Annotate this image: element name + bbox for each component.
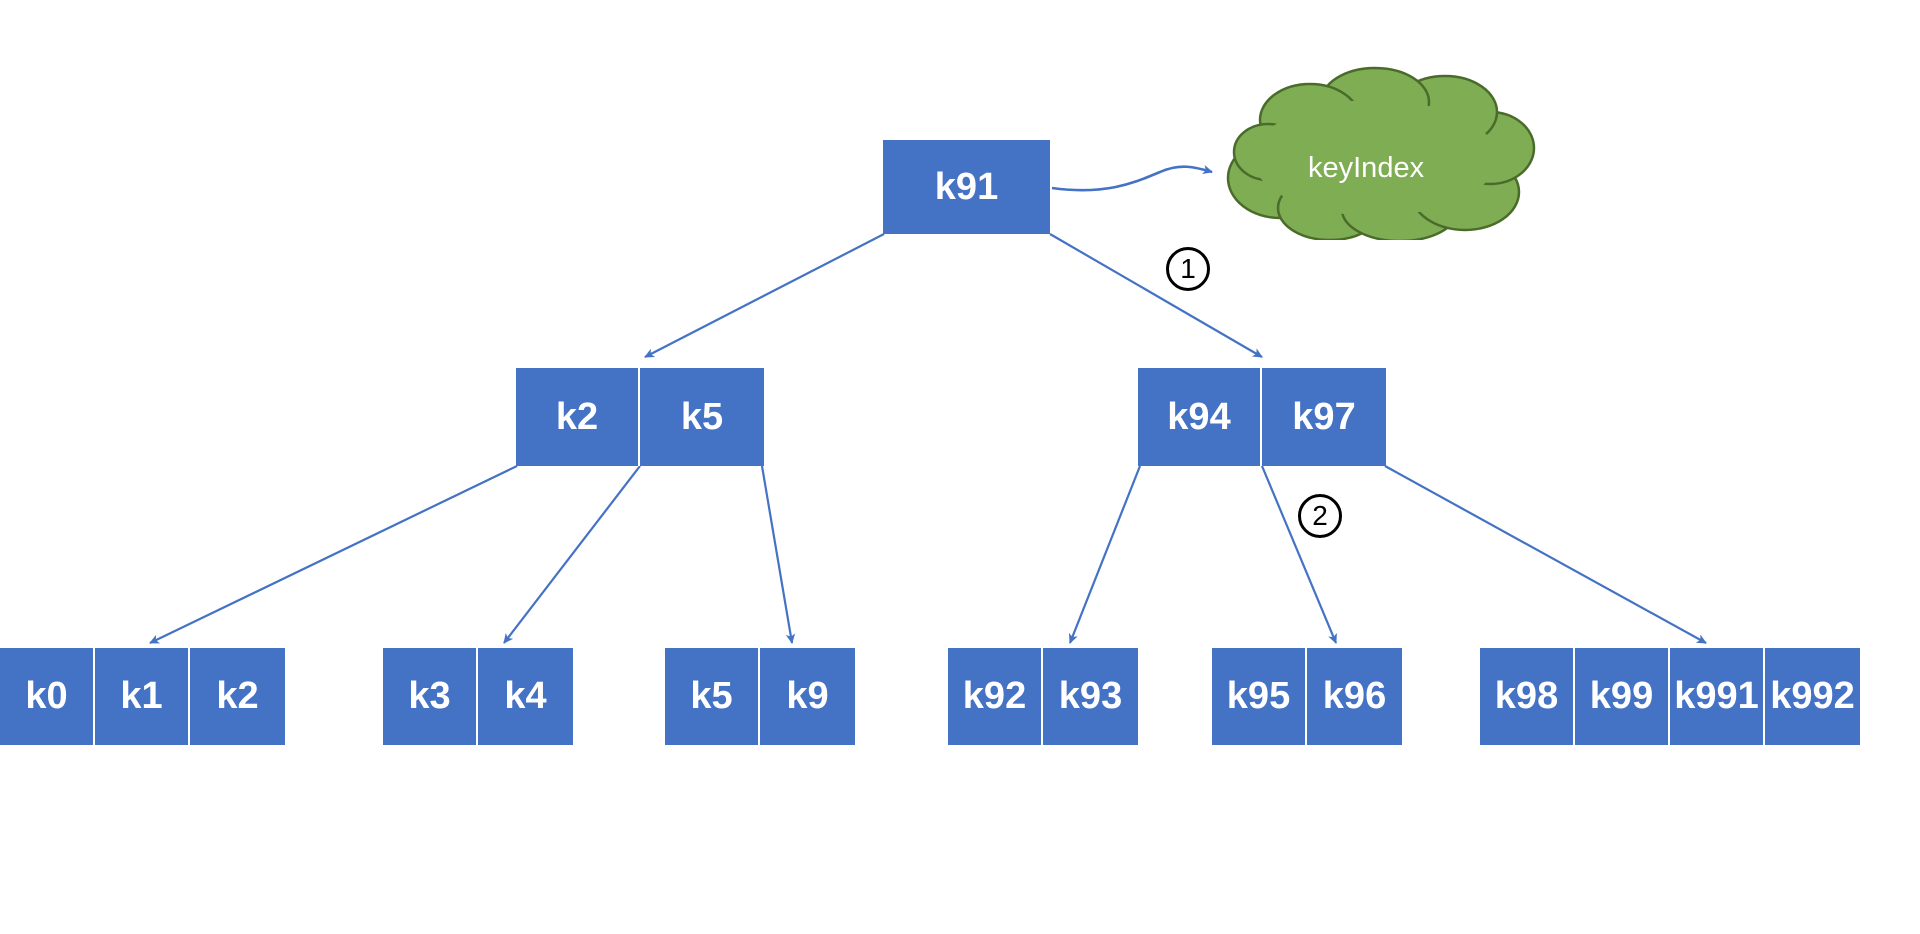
edge-left-internal-to-leaf-3 [760,465,796,644]
node-right-internal[interactable]: k94 k97 [1138,368,1386,466]
leaf-cell-k99[interactable]: k99 [1575,648,1670,745]
leaf-cell-k2[interactable]: k2 [190,648,285,745]
node-cell-k2[interactable]: k2 [516,368,640,466]
edge-root-to-cloud [1051,164,1213,192]
node-leaf-1[interactable]: k0 k1 k2 [0,648,285,745]
edge-right-internal-to-leaf-6 [1384,465,1707,644]
step-marker-1: 1 [1166,247,1210,291]
node-leaf-2[interactable]: k3 k4 [383,648,573,745]
leaf-cell-k992[interactable]: k992 [1765,648,1860,745]
leaf-cell-k96[interactable]: k96 [1307,648,1402,745]
leaf-cell-k1[interactable]: k1 [95,648,190,745]
node-leaf-4[interactable]: k92 k93 [948,648,1138,745]
edge-root-to-right-internal [1049,233,1263,358]
edge-left-internal-to-leaf-1 [149,465,518,644]
edge-left-internal-to-leaf-2 [503,465,641,644]
leaf-cell-k92[interactable]: k92 [948,648,1043,745]
node-cell-k97[interactable]: k97 [1262,368,1386,466]
leaf-cell-k4[interactable]: k4 [478,648,573,745]
node-cell-k94[interactable]: k94 [1138,368,1262,466]
node-left-internal[interactable]: k2 k5 [516,368,764,466]
node-leaf-6[interactable]: k98 k99 k991 k992 [1480,648,1860,745]
node-leaf-3[interactable]: k5 k9 [665,648,855,745]
leaf-cell-k93[interactable]: k93 [1043,648,1138,745]
step-marker-2: 2 [1298,494,1342,538]
leaf-cell-k991[interactable]: k991 [1670,648,1765,745]
node-root[interactable]: k91 [883,140,1050,234]
edge-right-internal-to-leaf-4 [1068,465,1142,644]
leaf-cell-k95[interactable]: k95 [1212,648,1307,745]
leaf-cell-k9[interactable]: k9 [760,648,855,745]
leaf-cell-k98[interactable]: k98 [1480,648,1575,745]
leaf-cell-k0[interactable]: k0 [0,648,95,745]
node-cell-k5[interactable]: k5 [640,368,764,466]
keyindex-cloud [1226,66,1536,240]
edge-right-internal-to-leaf-5 [1260,465,1338,644]
edge-root-to-left-internal [644,233,885,358]
leaf-cell-k3[interactable]: k3 [383,648,478,745]
node-leaf-5[interactable]: k95 k96 [1212,648,1402,745]
leaf-cell-k5[interactable]: k5 [665,648,760,745]
keyindex-label: keyIndex [1308,152,1425,184]
node-cell-k91[interactable]: k91 [883,140,1050,234]
